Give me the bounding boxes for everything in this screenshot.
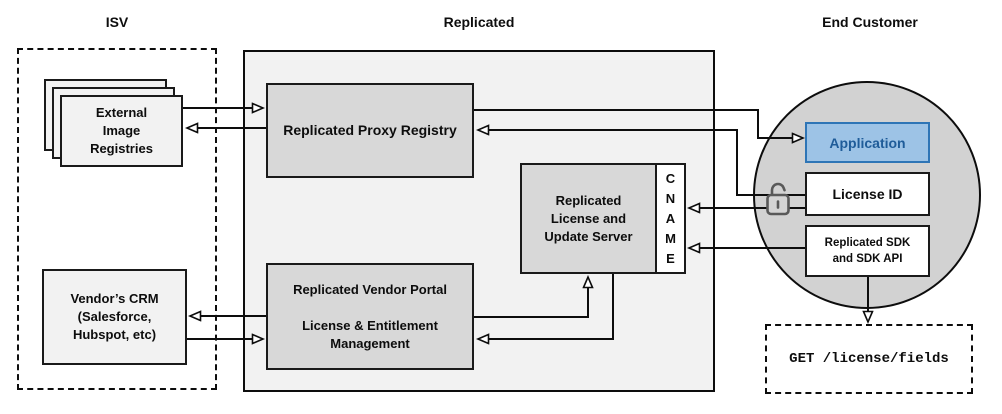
vendor-portal-node: Replicated Vendor Portal License & Entit… <box>266 263 474 370</box>
license-id-node: License ID <box>805 172 930 216</box>
replicated-proxy-registry-node: Replicated Proxy Registry <box>266 83 474 178</box>
replicated-section-title: Replicated <box>443 14 515 30</box>
isv-section-title: ISV <box>105 14 129 30</box>
cname-node: C N A M E <box>655 163 686 274</box>
application-node: Application <box>805 122 930 163</box>
license-update-server-node: Replicated License and Update Server <box>520 163 657 274</box>
isv-boundary <box>17 48 217 390</box>
end-customer-section-title: End Customer <box>822 14 918 30</box>
get-license-fields-node: GET /license/fields <box>765 324 973 394</box>
unlock-icon <box>766 182 790 216</box>
external-image-registries-node: External Image Registries <box>60 95 183 167</box>
replicated-sdk-node: Replicated SDK and SDK API <box>805 225 930 277</box>
vendor-crm-node: Vendor’s CRM (Salesforce, Hubspot, etc) <box>42 269 187 365</box>
